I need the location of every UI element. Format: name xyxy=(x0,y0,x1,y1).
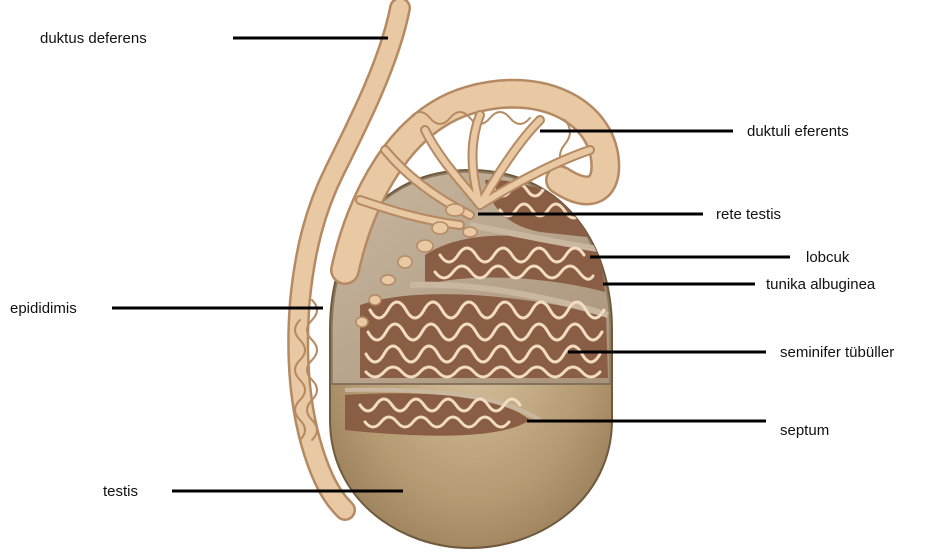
label-duktus-deferens: duktus deferens xyxy=(40,30,147,48)
label-rete-testis: rete testis xyxy=(716,206,781,224)
label-testis: testis xyxy=(103,483,138,501)
label-seminifer-tubuller: seminifer tübüller xyxy=(780,344,894,362)
label-tunika-albuginea: tunika albuginea xyxy=(766,276,875,294)
label-septum: septum xyxy=(780,422,829,440)
label-epididimis: epididimis xyxy=(10,300,77,318)
label-duktuli-eferents: duktuli eferents xyxy=(747,123,849,141)
label-lobcuk: lobcuk xyxy=(806,249,849,267)
